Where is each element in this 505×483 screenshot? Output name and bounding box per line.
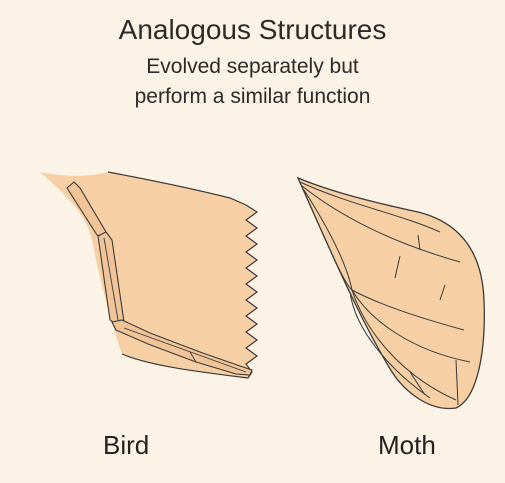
bird-wing bbox=[40, 172, 257, 378]
moth-wing bbox=[298, 178, 484, 409]
moth-label: Moth bbox=[378, 430, 436, 461]
bird-wing-membrane bbox=[40, 172, 257, 378]
bird-label: Bird bbox=[103, 430, 149, 461]
